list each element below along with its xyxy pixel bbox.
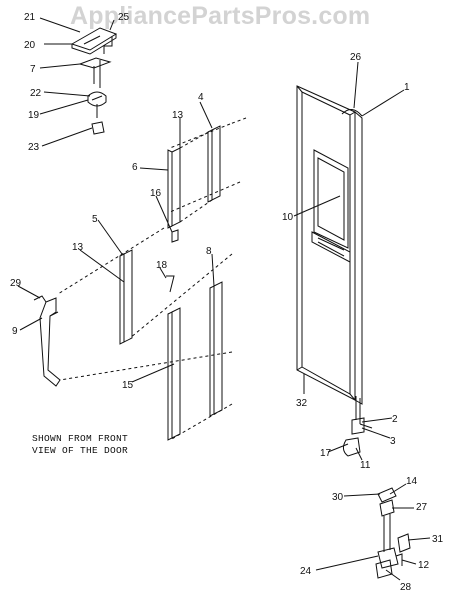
callout-28: 28 <box>400 582 412 593</box>
callout-13-lower: 13 <box>72 242 84 253</box>
callout-7: 7 <box>30 64 36 75</box>
callout-26: 26 <box>350 52 362 63</box>
bottom-hinge-assembly <box>375 487 411 579</box>
caption-line-1: SHOWN FROM FRONT <box>32 433 129 444</box>
callout-25: 25 <box>118 12 130 23</box>
lower-gasket-strip <box>167 307 181 441</box>
callout-19: 19 <box>28 110 40 121</box>
callout-23: 23 <box>28 142 40 153</box>
callout-8: 8 <box>206 246 212 257</box>
callout-29: 29 <box>10 278 22 289</box>
callout-27: 27 <box>416 502 428 513</box>
watermark: AppliancePartsPros.com <box>70 2 371 30</box>
part-18 <box>166 275 175 293</box>
guide-lines <box>57 117 247 441</box>
callout-6: 6 <box>132 162 138 173</box>
callout-32: 32 <box>296 398 308 409</box>
callout-2: 2 <box>392 414 398 425</box>
middle-gasket-strips <box>119 249 223 417</box>
callout-16: 16 <box>150 188 162 199</box>
callout-9: 9 <box>12 326 18 337</box>
caption-line-2: VIEW OF THE DOOR <box>32 445 129 456</box>
callout-21: 21 <box>24 12 36 23</box>
callout-5: 5 <box>92 214 98 225</box>
callout-18: 18 <box>156 260 168 271</box>
callout-31: 31 <box>432 534 444 545</box>
callout-10: 10 <box>282 212 294 223</box>
callout-1: 1 <box>404 82 410 93</box>
view-caption: SHOWN FROM FRONT VIEW OF THE DOOR <box>32 433 128 457</box>
door-panel <box>296 85 373 457</box>
callout-labels: 21 25 20 7 22 19 23 26 1 13 4 6 16 10 5 … <box>10 12 444 593</box>
upper-gasket-strips <box>167 125 221 229</box>
callout-22: 22 <box>30 88 42 99</box>
callout-15: 15 <box>122 380 134 391</box>
leader-lines <box>17 17 431 581</box>
callout-17: 17 <box>320 448 332 459</box>
top-hinge-assembly <box>70 27 118 135</box>
part-16 <box>171 229 179 243</box>
callout-30: 30 <box>332 492 344 503</box>
callout-4: 4 <box>198 92 204 103</box>
door-handle <box>33 295 61 387</box>
callout-13-upper: 13 <box>172 110 184 121</box>
callout-11: 11 <box>360 460 371 471</box>
callout-12: 12 <box>418 560 430 571</box>
callout-3: 3 <box>390 436 396 447</box>
callout-24: 24 <box>300 566 312 577</box>
callout-20: 20 <box>24 40 36 51</box>
callout-14: 14 <box>406 476 418 487</box>
